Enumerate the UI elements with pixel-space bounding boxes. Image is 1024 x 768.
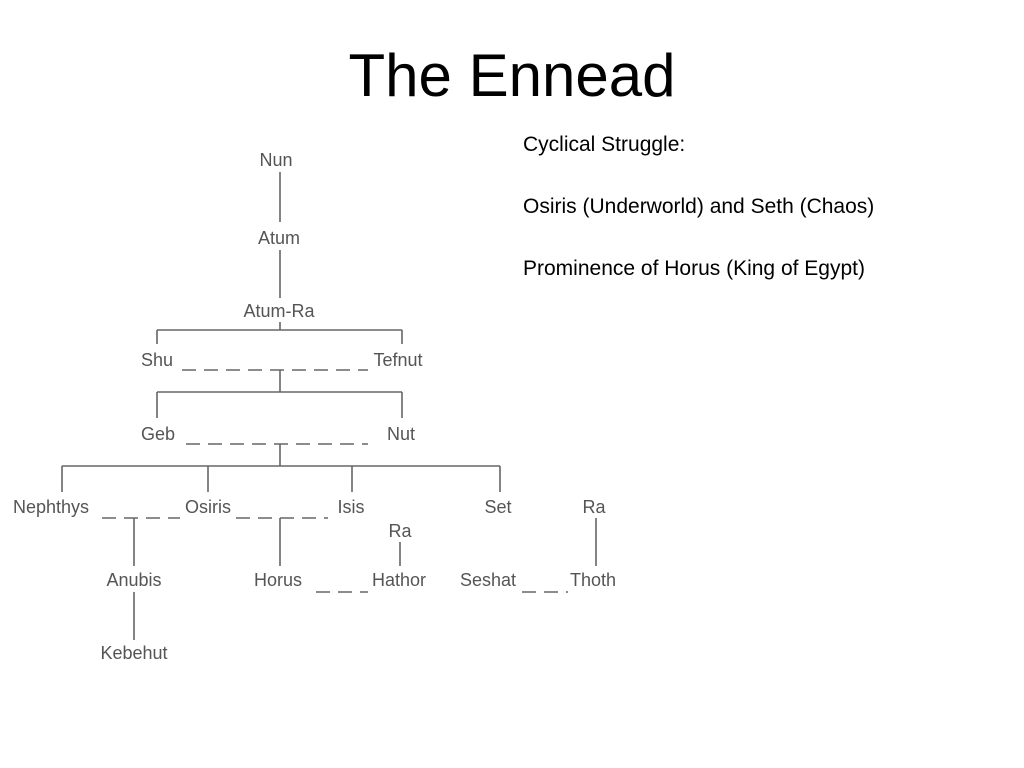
node-osiris: Osiris [185,497,231,517]
note-horus-prominence: Prominence of Horus (King of Egypt) [523,257,865,280]
descent-lines [61,172,597,640]
node-hathor: Hathor [372,570,426,590]
marriage-lines [102,369,568,593]
node-atum-ra: Atum-Ra [243,301,315,321]
note-osiris-seth: Osiris (Underworld) and Seth (Chaos) [523,195,875,218]
node-kebehut: Kebehut [100,643,167,663]
node-nephthys: Nephthys [13,497,89,517]
node-set: Set [484,497,511,517]
node-atum: Atum [258,228,300,248]
note-cyclical-struggle: Cyclical Struggle: [523,133,686,156]
ennead-family-tree: Nun Atum Atum-Ra Shu Tefnut Geb Nut Neph… [0,130,640,690]
node-geb: Geb [141,424,175,444]
node-horus: Horus [254,570,302,590]
node-shu: Shu [141,350,173,370]
node-nut: Nut [387,424,415,444]
node-ra-mid: Ra [388,521,412,541]
node-tefnut: Tefnut [373,350,422,370]
slide-title: The Ennead [348,42,676,109]
node-nun: Nun [259,150,292,170]
node-ra-top: Ra [582,497,606,517]
node-thoth: Thoth [570,570,616,590]
notes-text-block: Cyclical Struggle: Osiris (Underworld) a… [523,130,1003,316]
node-seshat: Seshat [460,570,516,590]
family-tree-diagram: Nun Atum Atum-Ra Shu Tefnut Geb Nut Neph… [13,150,616,663]
node-isis: Isis [338,497,365,517]
node-anubis: Anubis [106,570,161,590]
node-labels: Nun Atum Atum-Ra Shu Tefnut Geb Nut Neph… [13,150,616,663]
